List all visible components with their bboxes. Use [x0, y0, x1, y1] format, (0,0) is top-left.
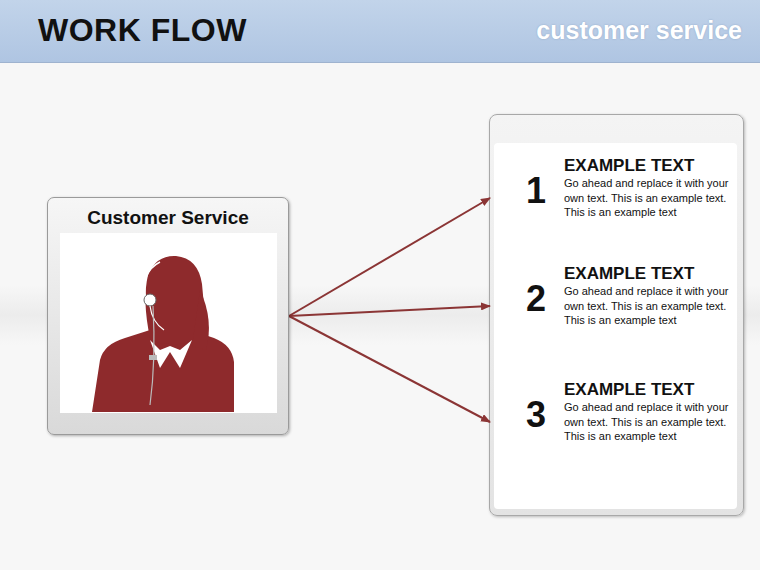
header-subtitle: customer service	[536, 16, 742, 45]
list-item: 1 EXAMPLE TEXTGo ahead and replace it wit…	[494, 150, 737, 246]
callout-number: 3	[524, 394, 548, 436]
item-heading: EXAMPLE TEXT	[564, 264, 737, 284]
item-wrap: 2 EXAMPLE TEXTGo ahead and replace it wit…	[494, 258, 737, 334]
list-item: 3 EXAMPLE TEXTGo ahead and replace it wit…	[494, 374, 737, 470]
item-body: Go ahead and replace it with your own te…	[564, 176, 732, 220]
flow-arrow	[289, 306, 490, 316]
item-heading: EXAMPLE TEXT	[564, 380, 737, 400]
box-heading: Customer Service	[48, 198, 288, 229]
callout-number: 2	[524, 278, 548, 320]
callout-number: 1	[524, 170, 548, 212]
item-wrap: 1 EXAMPLE TEXTGo ahead and replace it wit…	[494, 150, 737, 226]
flow-arrow	[289, 316, 490, 422]
flow-arrow	[289, 198, 490, 316]
list-item: 2 EXAMPLE TEXTGo ahead and replace it wit…	[494, 258, 737, 354]
item-body: Go ahead and replace it with your own te…	[564, 400, 732, 444]
service-box: Customer Service	[47, 197, 289, 435]
item-body: Go ahead and replace it with your own te…	[564, 284, 732, 328]
picture-frame	[60, 233, 277, 413]
item-heading: EXAMPLE TEXT	[564, 156, 737, 176]
agent-silhouette	[92, 256, 234, 412]
title: WORK FLOW	[38, 12, 247, 49]
item-wrap: 3 EXAMPLE TEXTGo ahead and replace it wit…	[494, 374, 737, 450]
